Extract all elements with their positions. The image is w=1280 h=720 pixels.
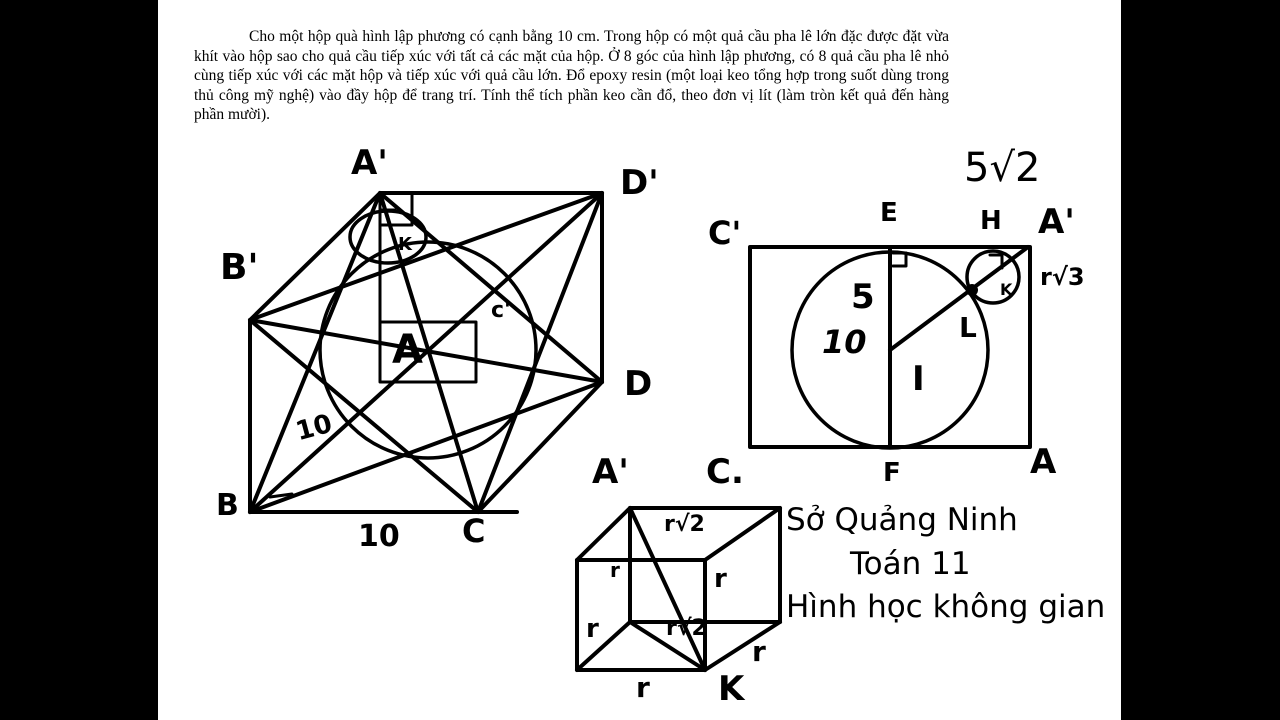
label-b-prime: B' <box>220 247 259 288</box>
label-r-root-two-top: r√2 <box>664 512 705 537</box>
label-c-section: C. <box>706 452 744 492</box>
caption-line-1: Sở Quảng Ninh <box>786 502 1018 538</box>
cube-figure <box>248 191 604 514</box>
label-five-root-two: 5√2 <box>964 145 1041 191</box>
label-c-prime-small: c' <box>491 298 511 323</box>
label-d: D <box>624 364 653 404</box>
segment-i-a-prime <box>888 245 1030 352</box>
edge-d-prime-c <box>476 191 604 514</box>
section-figure <box>748 245 1032 450</box>
tangent-point <box>966 284 978 296</box>
label-ten: 10 <box>822 323 867 361</box>
right-angle-mark <box>268 492 294 499</box>
edge-d-prime-b <box>248 191 604 514</box>
label-c-prime-section: C' <box>708 214 742 252</box>
small-cube-edge-br <box>703 620 782 672</box>
label-k-small-cube: K <box>718 669 745 709</box>
label-e: E <box>880 198 898 228</box>
small-cube-face-diag <box>628 620 707 672</box>
right-angle-h <box>988 253 1004 270</box>
small-cube-diagonal <box>628 506 707 672</box>
label-h: H <box>980 206 1002 236</box>
small-cube-edge-tl <box>575 506 632 562</box>
small-cube-edge-bl <box>575 620 632 672</box>
label-r-root-three: r√3 <box>1040 263 1085 291</box>
document-page: Cho một hộp quà hình lập phương có cạnh … <box>158 0 1121 720</box>
edge-b-d <box>248 380 604 514</box>
label-a: A <box>392 327 423 373</box>
label-k: K <box>398 234 412 255</box>
label-r-bottom: r <box>636 671 650 704</box>
problem-statement: Cho một hộp quà hình lập phương có cạnh … <box>194 28 949 123</box>
label-r-left: r <box>586 614 599 644</box>
label-i: I <box>912 359 925 399</box>
small-cube-figure <box>575 506 782 672</box>
label-r-right: r <box>714 564 727 594</box>
big-sphere <box>318 240 538 460</box>
label-b: B <box>216 488 239 523</box>
base-square-a <box>378 320 478 384</box>
small-cube-edge-tr <box>703 506 782 562</box>
caption-line-3: Hình học không gian <box>786 589 1106 625</box>
label-r-root-two-mid: r√2 <box>666 616 707 641</box>
corner-small-cube <box>378 191 414 227</box>
edge-a-prime-d <box>378 191 604 384</box>
label-d-prime: D' <box>620 163 659 203</box>
edge-a-prime-b <box>248 191 382 514</box>
label-edge-bottom: 10 <box>358 519 400 554</box>
edge-b-prime-c <box>248 318 480 514</box>
label-a-prime: A' <box>351 143 388 183</box>
section-small-circle <box>965 249 1021 305</box>
edge-b-prime-d-prime <box>248 191 604 322</box>
label-a-prime-small-cube: A' <box>592 452 629 492</box>
label-r-side: r <box>752 635 766 668</box>
label-f: F <box>883 458 901 488</box>
label-r-left-upper: r <box>610 558 620 582</box>
label-l: L <box>959 311 977 344</box>
label-five: 5 <box>851 277 875 317</box>
label-a-prime-section: A' <box>1038 202 1075 242</box>
geometry-drawing <box>248 191 1032 672</box>
caption-line-2: Toán 11 <box>850 546 971 582</box>
right-angle-e <box>891 251 908 268</box>
label-k-section: K <box>1000 280 1013 299</box>
label-c: C <box>462 512 486 550</box>
label-a-section: A <box>1030 442 1057 482</box>
